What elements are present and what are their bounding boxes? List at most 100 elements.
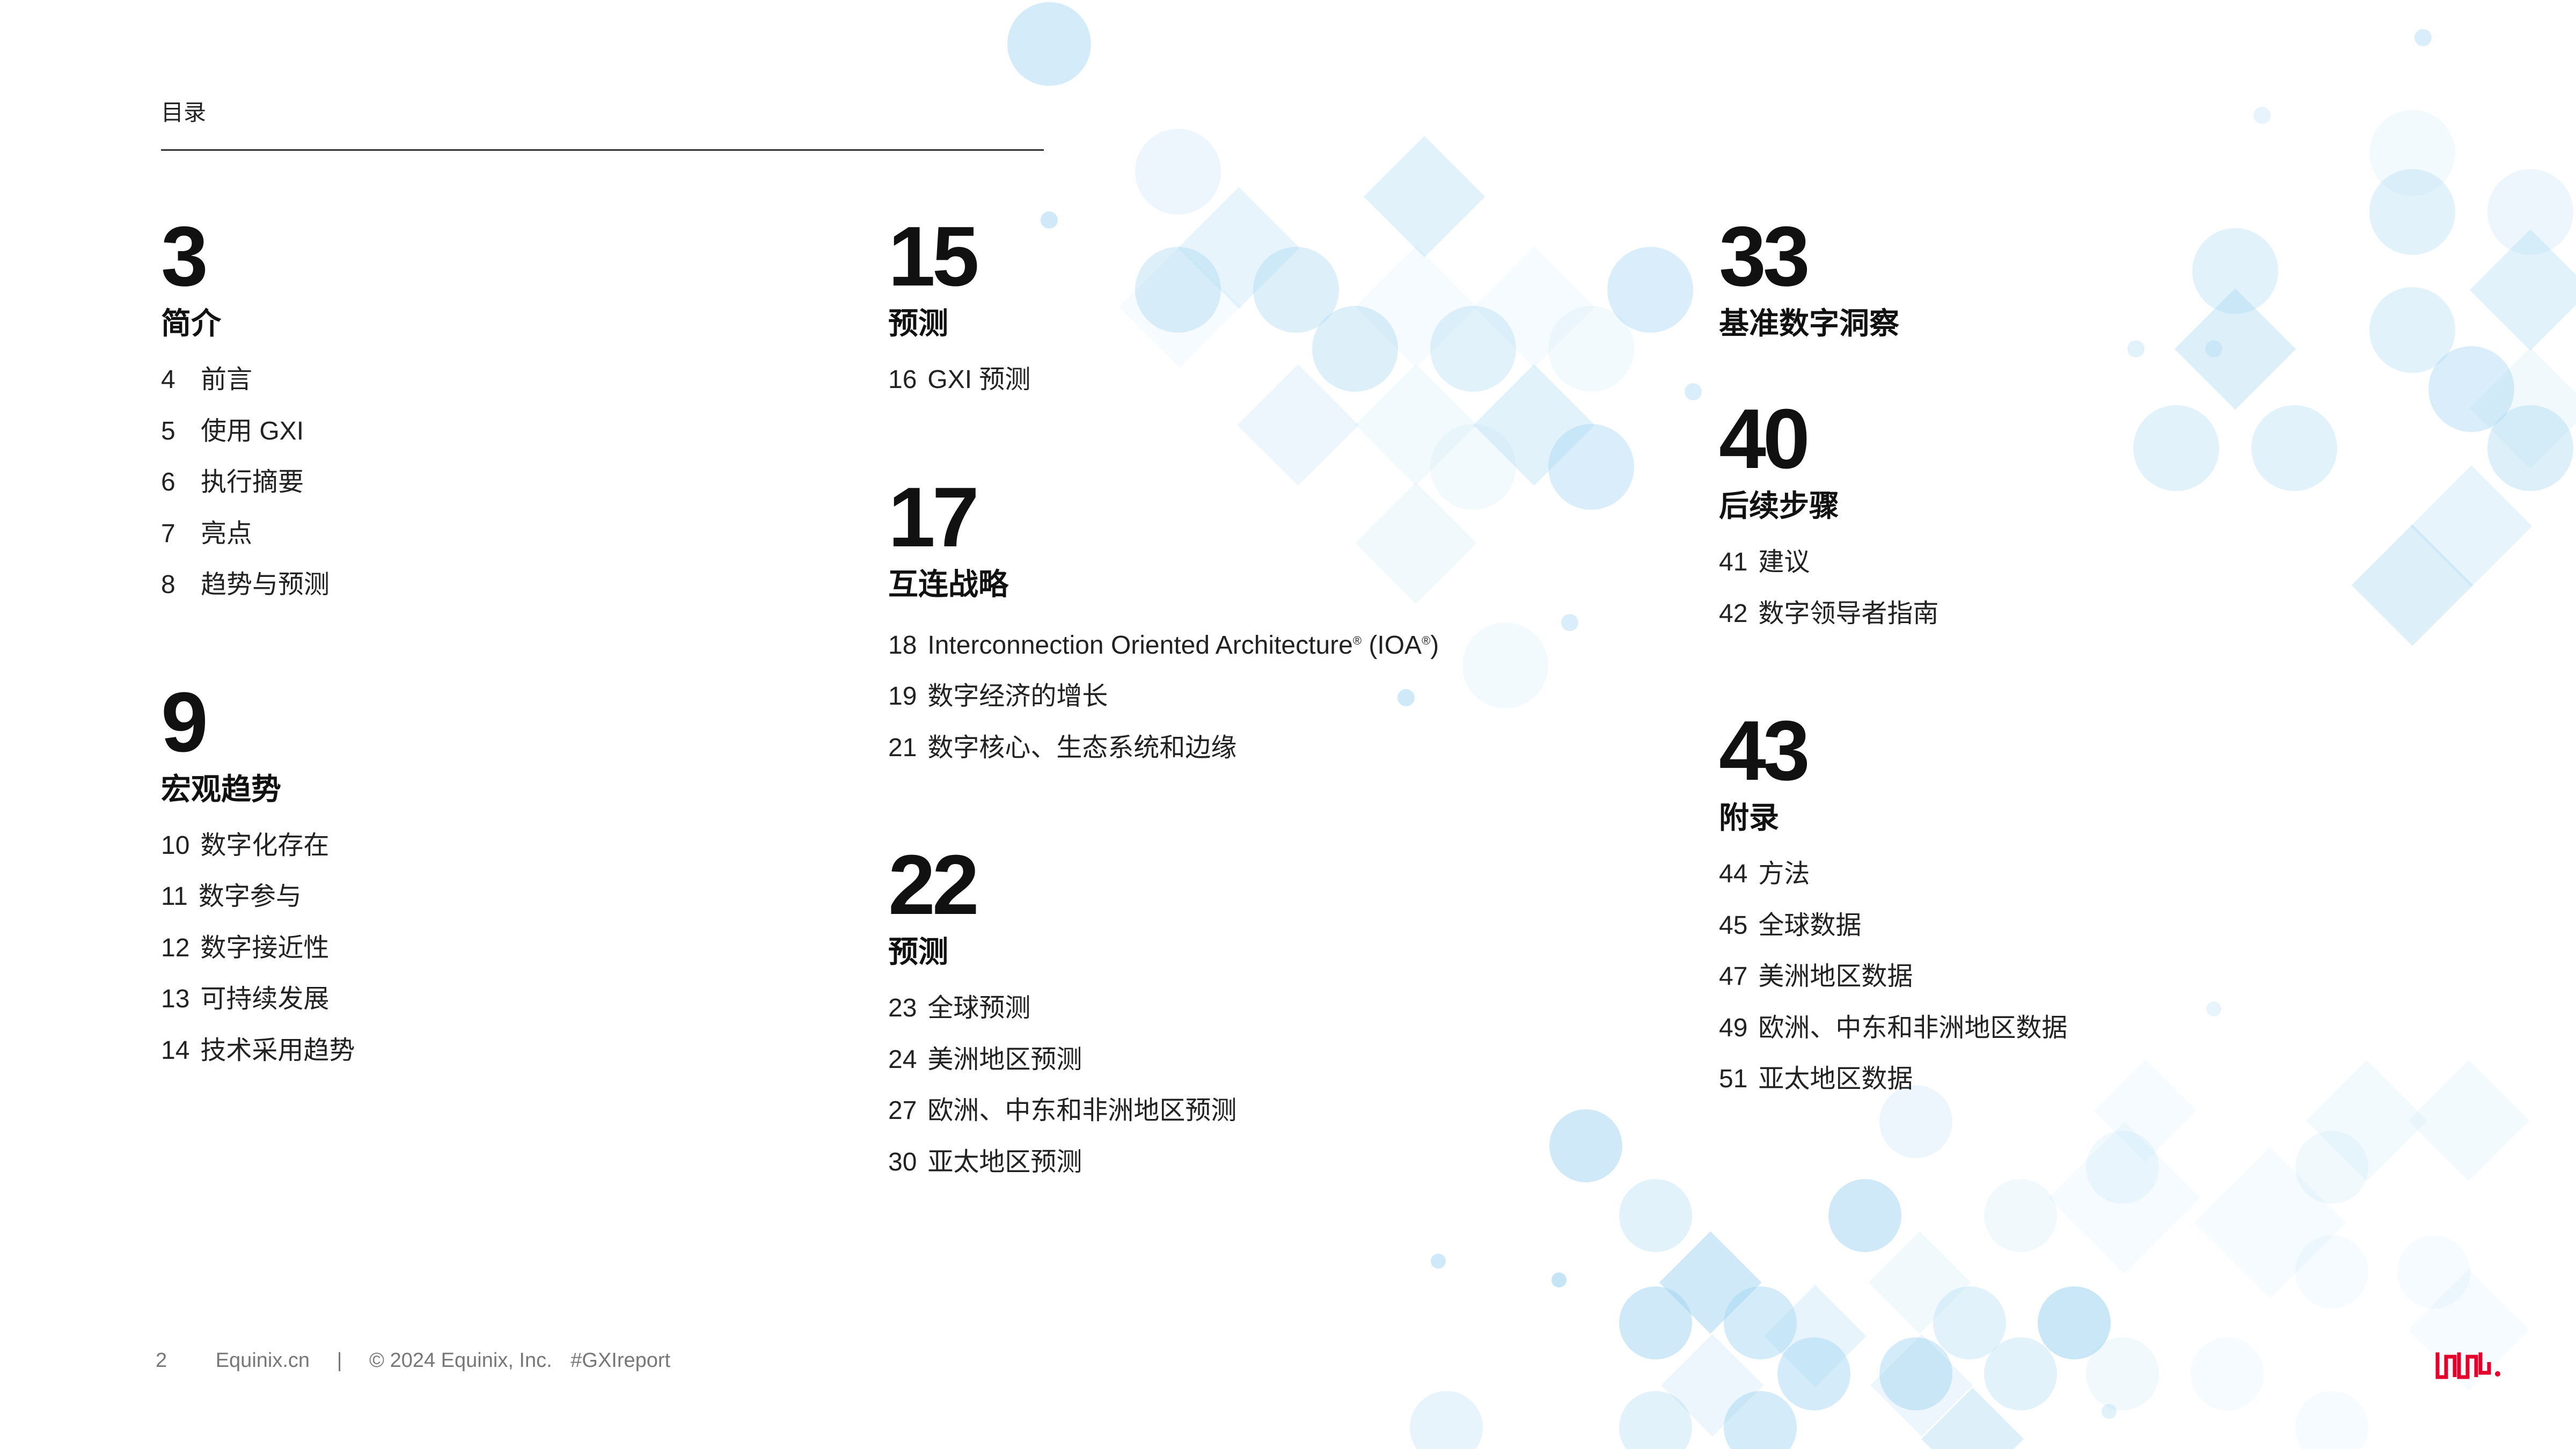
entry-title: 欧洲、中东和非洲地区数据 — [1758, 1013, 2068, 1042]
toc-entry[interactable]: 5 使用 GXI — [161, 406, 355, 457]
section-title[interactable]: 基准数字洞察 — [1719, 306, 1899, 340]
entry-page-number: 23 — [888, 994, 917, 1022]
entry-page-number: 21 — [888, 733, 917, 762]
entry-title: 数字化存在 — [200, 831, 330, 860]
entry-title: 数字经济的增长 — [927, 682, 1108, 711]
entry-page-number: 24 — [888, 1045, 917, 1074]
section-page-number: 15 — [888, 209, 979, 304]
entry-title: 美洲地区数据 — [1758, 962, 1913, 991]
toc-entry[interactable]: 11 数字参与 — [161, 871, 355, 923]
entry-page-number: 5 — [161, 416, 175, 445]
toc-entry[interactable]: 13 可持续发展 — [161, 974, 355, 1025]
entry-title: 趋势与预测 — [201, 570, 330, 599]
toc-entry[interactable]: 27 欧洲、中东和非洲地区预测 — [888, 1085, 1439, 1137]
entry-title: 亚太地区预测 — [927, 1147, 1082, 1176]
toc-entry[interactable]: 41 建议 — [1719, 537, 2067, 588]
entry-title: 数字接近性 — [200, 933, 330, 962]
entry-title: 欧洲、中东和非洲地区预测 — [927, 1096, 1237, 1125]
entry-title: 使用 GXI — [201, 416, 304, 445]
entry-title: 方法 — [1758, 860, 1810, 888]
entry-title: 亚太地区数据 — [1758, 1065, 1913, 1093]
entry-page-number: 41 — [1719, 548, 1748, 576]
entry-page-number: 16 — [888, 365, 917, 394]
entry-page-number: 49 — [1719, 1013, 1748, 1042]
entry-page-number: 7 — [161, 519, 175, 548]
footer-hashtag: #GXIreport — [570, 1349, 671, 1372]
entry-page-number: 27 — [888, 1096, 917, 1125]
section-title[interactable]: 简介 — [161, 306, 221, 340]
toc-entry[interactable]: 10 数字化存在 — [161, 820, 355, 872]
entry-page-number: 47 — [1719, 962, 1748, 991]
entry-page-number: 10 — [161, 831, 190, 860]
section-page-number: 22 — [888, 838, 979, 932]
entry-page-number: 18 — [888, 631, 917, 660]
registered-mark: ® — [1422, 633, 1431, 647]
toc-entry[interactable]: 44 方法 — [1719, 848, 2067, 900]
footer: 2 Equinix.cn | © 2024 Equinix, Inc. #GXI… — [156, 1349, 692, 1372]
toc-entry[interactable]: 47 美洲地区数据 — [1719, 951, 2067, 1002]
entry-title-close: ) — [1430, 631, 1439, 660]
footer-copyright: © 2024 Equinix, Inc. — [369, 1349, 552, 1372]
entry-title: 数字核心、生态系统和边缘 — [927, 733, 1237, 762]
entry-page-number: 11 — [161, 882, 188, 911]
entry-page-number: 12 — [161, 933, 190, 962]
footer-site-link[interactable]: Equinix.cn — [215, 1349, 310, 1372]
section-title[interactable]: 附录 — [1719, 801, 1779, 835]
section-title[interactable]: 宏观趋势 — [161, 772, 281, 806]
toc-entry[interactable]: 16 GXI 预测 — [888, 354, 1439, 406]
registered-mark: ® — [1352, 633, 1362, 647]
entry-title: 技术采用趋势 — [200, 1036, 355, 1065]
section-title[interactable]: 预测 — [888, 935, 948, 969]
section-title[interactable]: 后续步骤 — [1719, 489, 1839, 523]
toc-entry[interactable]: 21 数字核心、生态系统和边缘 — [888, 722, 1439, 774]
entry-title: 执行摘要 — [201, 468, 304, 496]
section-title[interactable]: 预测 — [888, 306, 948, 340]
entry-title: 亮点 — [201, 519, 253, 548]
section-page-number: 17 — [888, 470, 979, 565]
toc-entry[interactable]: 49 欧洲、中东和非洲地区数据 — [1719, 1002, 2067, 1054]
entry-title: Interconnection Oriented Architecture — [927, 631, 1353, 660]
entry-page-number: 44 — [1719, 860, 1748, 888]
toc-entry[interactable]: 14 技术采用趋势 — [161, 1025, 355, 1077]
equinix-logo-icon — [2435, 1352, 2500, 1379]
entry-title: 建议 — [1758, 548, 1810, 576]
entry-page-number: 13 — [161, 985, 190, 1013]
entry-page-number: 45 — [1719, 911, 1748, 940]
toc-entry[interactable]: 7 亮点 — [161, 508, 355, 560]
entry-title: 数字参与 — [198, 882, 302, 911]
section-page-number: 9 — [161, 675, 208, 770]
section-page-number: 33 — [1719, 209, 1810, 304]
entry-title: 前言 — [201, 365, 253, 394]
entry-title: 可持续发展 — [200, 985, 330, 1013]
entry-page-number: 14 — [161, 1036, 190, 1065]
header-divider — [161, 149, 1044, 151]
footer-separator: | — [336, 1349, 342, 1372]
toc-section: 33 基准数字洞察 — [1719, 214, 2067, 342]
entry-title-suffix: (IOA — [1362, 631, 1422, 660]
section-title[interactable]: 互连战略 — [888, 567, 1008, 601]
entry-title: GXI 预测 — [927, 365, 1031, 394]
toc-entry[interactable]: 12 数字接近性 — [161, 923, 355, 974]
page-label: 目录 — [161, 100, 207, 125]
